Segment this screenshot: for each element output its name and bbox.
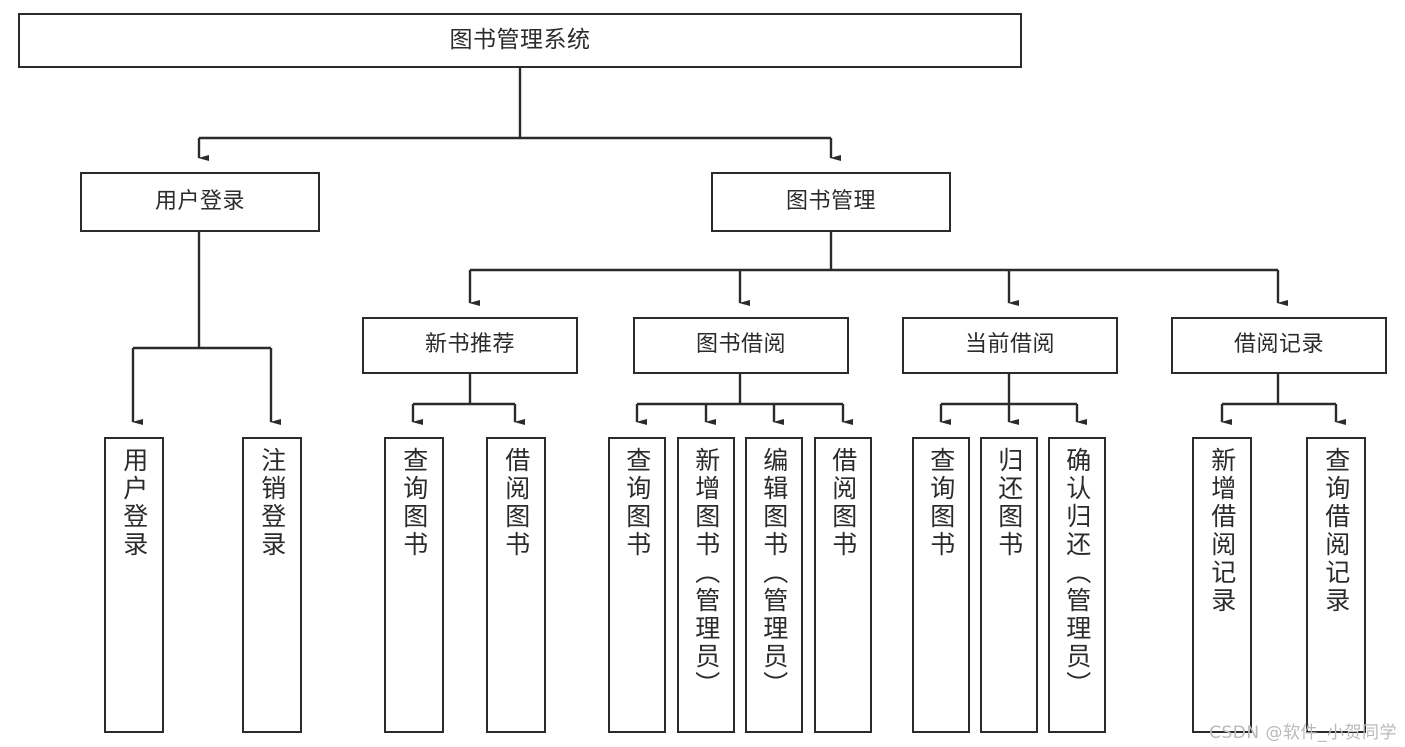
leaf-label: 新增图书（管理员）	[691, 447, 721, 699]
leaf-current-borrow-confirm-return-admin[interactable]: 确认归还（管理员）	[1048, 437, 1106, 733]
leaf-label: 新增借阅记录	[1207, 447, 1237, 615]
node-current-borrow[interactable]: 当前借阅	[902, 317, 1118, 374]
node-label: 图书管理	[785, 188, 876, 214]
node-book-borrow[interactable]: 图书借阅	[633, 317, 849, 374]
leaf-label: 确认归还（管理员）	[1062, 447, 1092, 699]
leaf-borrow-record-add-record[interactable]: 新增借阅记录	[1192, 437, 1252, 733]
leaf-book-borrow-edit-book-admin[interactable]: 编辑图书（管理员）	[745, 437, 803, 733]
leaf-book-borrow-add-book-admin[interactable]: 新增图书（管理员）	[677, 437, 735, 733]
leaf-book-borrow-query-book[interactable]: 查询图书	[608, 437, 666, 733]
node-new-book-recommend[interactable]: 新书推荐	[362, 317, 578, 374]
node-label: 新书推荐	[424, 332, 515, 358]
node-root-book-management-system[interactable]: 图书管理系统	[18, 13, 1022, 68]
leaf-label: 注销登录	[257, 447, 287, 559]
node-label: 图书借阅	[695, 332, 786, 358]
leaf-label: 归还图书	[994, 447, 1024, 559]
leaf-current-borrow-return-book[interactable]: 归还图书	[980, 437, 1038, 733]
leaf-label: 借阅图书	[828, 447, 858, 559]
node-label: 借阅记录	[1233, 332, 1324, 358]
leaf-label: 查询图书	[399, 447, 429, 559]
node-borrow-record[interactable]: 借阅记录	[1171, 317, 1387, 374]
node-label: 图书管理系统	[449, 26, 591, 53]
leaf-user-login-logout[interactable]: 注销登录	[242, 437, 302, 733]
leaf-current-borrow-query-book[interactable]: 查询图书	[912, 437, 970, 733]
leaf-label: 查询图书	[926, 447, 956, 559]
leaf-borrow-record-query-record[interactable]: 查询借阅记录	[1306, 437, 1366, 733]
leaf-user-login-login[interactable]: 用户登录	[104, 437, 164, 733]
leaf-label: 用户登录	[119, 447, 149, 559]
node-label: 当前借阅	[964, 332, 1055, 358]
leaf-new-book-borrow-book[interactable]: 借阅图书	[486, 437, 546, 733]
leaf-label: 编辑图书（管理员）	[759, 447, 789, 699]
leaf-book-borrow-borrow-book[interactable]: 借阅图书	[814, 437, 872, 733]
node-label: 用户登录	[154, 188, 245, 214]
node-book-management[interactable]: 图书管理	[711, 172, 951, 232]
csdn-watermark: CSDN @软件_小贺同学	[1209, 723, 1397, 743]
node-user-login[interactable]: 用户登录	[80, 172, 320, 232]
leaf-label: 查询借阅记录	[1321, 447, 1351, 615]
leaf-label: 查询图书	[622, 447, 652, 559]
leaf-label: 借阅图书	[501, 447, 531, 559]
leaf-new-book-query-book[interactable]: 查询图书	[384, 437, 444, 733]
